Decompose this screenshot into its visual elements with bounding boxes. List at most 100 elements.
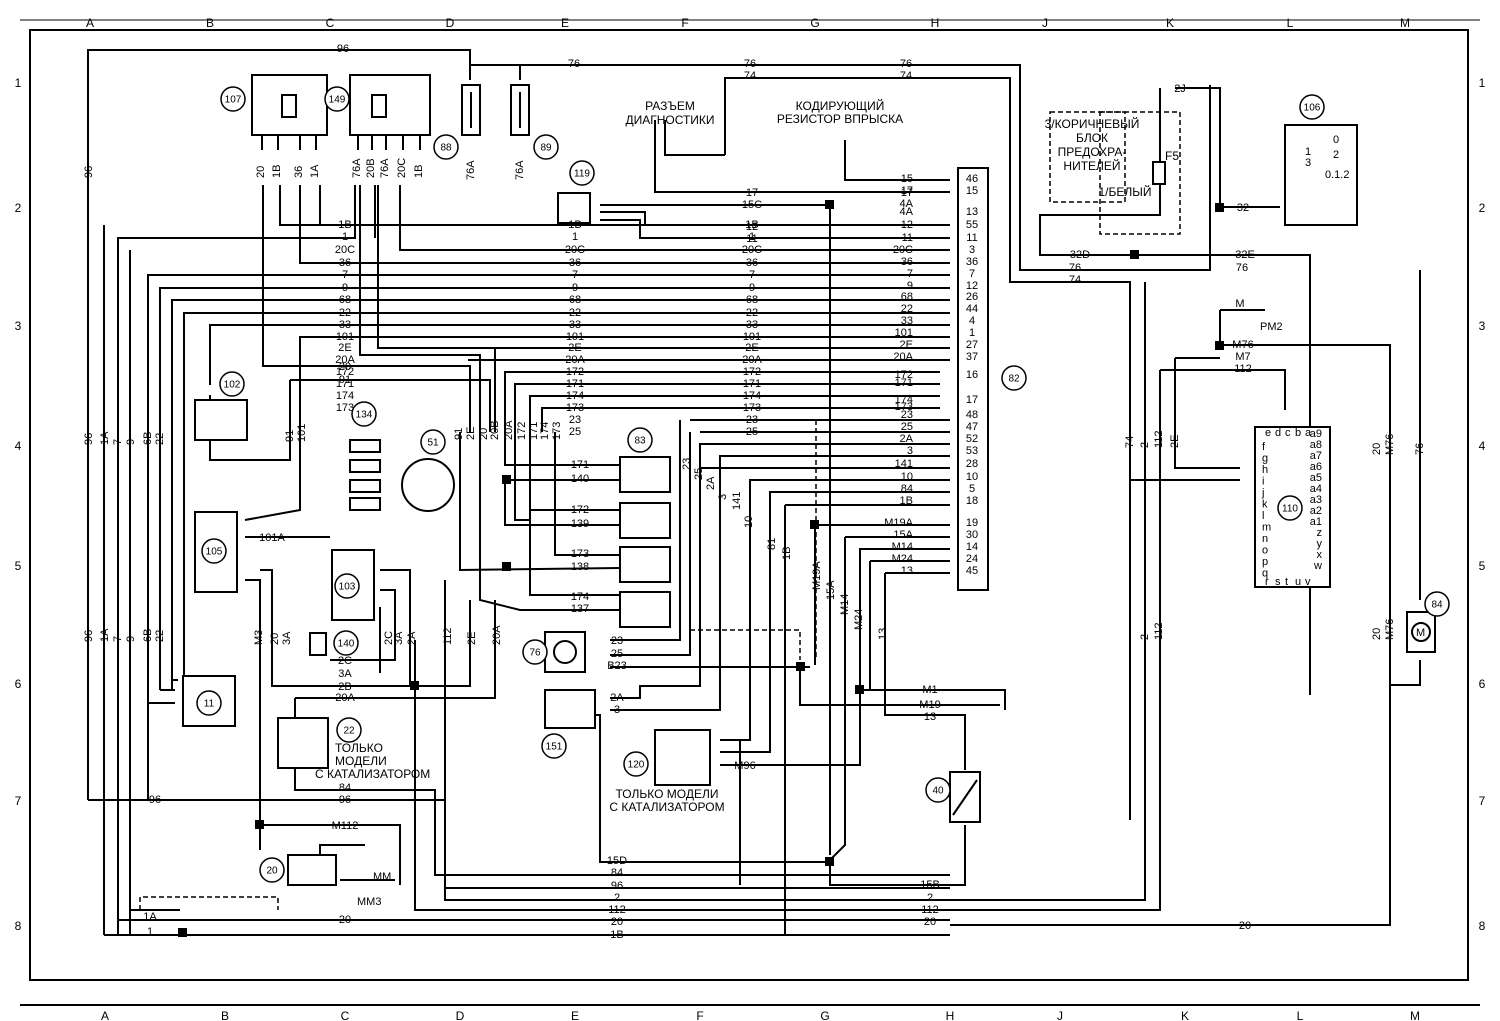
c110-pin-o: o [1262,545,1268,557]
bus-wire-20C-a: 20C [335,244,355,256]
c76-pin-23: 23 [611,635,623,647]
ecu-pin-45: 45 [966,565,978,577]
grid-col-bottom-e: E [571,1009,579,1021]
wire-112-right: 112 [1234,363,1252,375]
c76-pin-25: 25 [611,648,623,660]
component-number: 119 [574,169,590,180]
vert-f-1B-7: 1B [781,547,793,560]
bus-wire-2E-a: 2E [338,342,351,354]
left-vert-1A-a: 1A [99,431,111,445]
ecu-pin-19: 19 [966,517,978,529]
relay107-pin-20: 20 [255,166,267,178]
junctions [178,200,1224,937]
grid-row-right-8: 8 [1479,919,1486,933]
bus-wire-101-a: 101 [336,331,354,343]
injector-pin-171: 171 [571,459,589,471]
bottom-wire-2-11: 2 [927,892,933,904]
diag-connector-label-2: ДИАГНОСТИКИ [625,113,714,127]
wire-15c-label: 15C [742,199,762,211]
ecu-wire-20A: 20A [893,351,913,363]
c110-pin-a6: a6 [1310,461,1322,473]
component-number: 84 [1431,600,1443,611]
wire-2j-label: 2J [1174,83,1186,95]
c110-pin-r: r [1265,576,1269,588]
bus-wire-36-a: 36 [339,257,351,269]
ecu-pin-10: 10 [966,471,978,483]
grid-col-top-k: K [1166,16,1174,30]
grid-col-top-e: E [561,16,569,30]
bottom-wire-112-7: 112 [608,904,626,916]
injector-pin-172: 172 [571,504,589,516]
component-number: 149 [329,95,346,106]
component-number: 107 [225,95,242,106]
coils-134 [349,439,381,511]
vert-f-23-0: 23 [681,458,693,470]
c110-pin-q: q [1262,568,1268,580]
vert-f-141-4: 141 [731,492,743,510]
bus-wire-173-b: 173 [566,402,584,414]
ecu-pin-53: 53 [966,445,978,457]
ecu-wire-9: 9 [907,280,913,292]
c110-pin-t: t [1285,576,1288,588]
mid-vert-20B: 20B [489,420,501,440]
ecu-wire-141: 141 [895,458,913,470]
component-number: 102 [224,380,241,391]
c103-pin-3A: 3A [338,668,352,680]
grid-row-left-5: 5 [15,559,22,573]
wire-20-right: 20 [1239,920,1251,932]
relay107-pin-1B: 1B [271,165,283,178]
bus-wire-36-b: 36 [569,257,581,269]
bottom-wire-112-12: 112 [921,904,939,916]
ecu-wire-1B: 1B [900,495,913,507]
wire-74 [724,77,1131,820]
grid-col-bottom-a: A [101,1009,109,1021]
relay149-pin-76A: 76A [379,158,391,178]
bottom-wire-1-14: 1 [147,926,153,938]
ground-pm2-label: PM2 [1260,321,1283,333]
component-110: 110 [1277,495,1303,521]
wire-m112: M112 [332,820,359,832]
wire-20-label: 20 [339,361,351,373]
ecu-wire-17: 17 [901,185,913,197]
bus-wire-1B-c: 1B [745,219,758,231]
vert-f-10-5: 10 [743,516,755,528]
component-number: 51 [427,438,439,449]
bus-wire-68-a: 68 [339,294,351,306]
v103-M3-0: M3 [253,630,265,645]
c110-pin-a7: a7 [1310,450,1322,462]
c110-pin-a5: a5 [1310,472,1322,484]
relay149-pin-76A: 76A [351,158,363,178]
grid-row-right-6: 6 [1479,677,1486,691]
component-89: 89 [533,134,559,160]
ecu-wire-33: 33 [901,315,913,327]
wire-91-label: 91 [339,374,351,386]
component-number: 83 [634,436,646,447]
component-number: 151 [546,742,563,753]
catalyst-120-label-0: ТОЛЬКО МОДЕЛИ [616,787,719,801]
ecu-pin-28: 28 [966,458,978,470]
fuse-89 [510,84,530,136]
c110-pin-b: b [1295,427,1301,439]
wire-13-bottom: 13 [924,711,936,723]
wire-74-right: 74 [1069,274,1081,286]
vert-20: 20 [1371,443,1383,455]
grid-row-right-7: 7 [1479,794,1486,808]
left-vert-7-a: 7 [112,439,124,445]
ecu-pin-37: 37 [966,351,978,363]
mid-vert-91: 91 [453,428,465,440]
vert-m76-b: M76 [1384,619,1396,640]
bus-wire-2E-b: 2E [568,342,581,354]
vert-76: 76 [1414,443,1426,455]
ecu-pin-11: 11 [966,232,977,244]
grid-col-bottom-g: G [820,1009,829,1021]
ecu-pin-36: 36 [966,256,978,268]
ecu-pin-7: 7 [969,268,975,280]
grid-col-top-h: H [931,16,940,30]
c110-pin-c: c [1285,427,1291,439]
injector-pin-138: 138 [571,561,589,573]
mid-vert-174: 174 [539,422,551,440]
ecu-wire-174: 174 [895,394,913,406]
c110-pin-n: n [1262,533,1268,545]
fuse-block-label-1: БЛОК [1076,131,1108,145]
